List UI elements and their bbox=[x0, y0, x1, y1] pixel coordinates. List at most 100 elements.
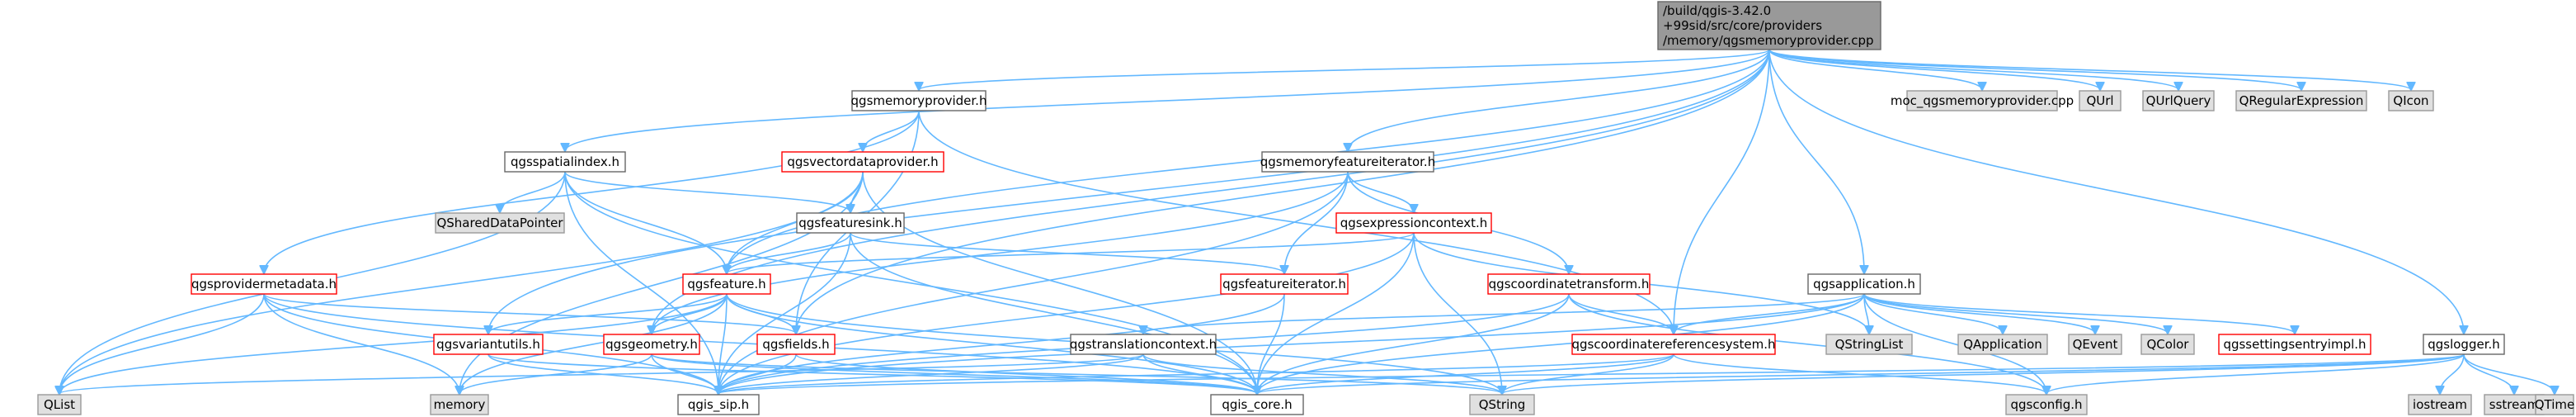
node-label-qgsspatialindex_h: qgsspatialindex.h bbox=[511, 154, 619, 169]
node-box-qgsconfig_h bbox=[2005, 394, 2088, 415]
node-box-qicon bbox=[2388, 90, 2434, 111]
node-label-qgis_core_h: qgis_core.h bbox=[1222, 397, 1292, 413]
node-qcolor: QColor bbox=[2140, 334, 2195, 355]
node-box-qgsgeometry_h bbox=[603, 334, 700, 355]
edge-qgslogger_h-to-qgsconfig_h bbox=[2046, 353, 2465, 394]
edge-root-to-qgsfields_h bbox=[796, 49, 1770, 334]
node-box-qgsmemoryprovider_h bbox=[851, 90, 987, 111]
node-label-qgsapplication_h: qgsapplication.h bbox=[1813, 277, 1915, 291]
node-root[interactable]: /build/qgis-3.42.0+99sid/src/core/provid… bbox=[1657, 1, 1881, 50]
node-box-qgis_sip_h bbox=[677, 394, 760, 415]
node-qgis_core_h[interactable]: qgis_core.h bbox=[1210, 394, 1304, 415]
edge-qgsexpressioncontext_h-to-qgsfeature_h bbox=[727, 232, 1415, 273]
node-box-moc_cpp bbox=[1906, 90, 2058, 111]
edge-qgscoordinatetransform_h-to-qgsconfig_h bbox=[1568, 293, 2046, 394]
edge-qgsapplication_h-to-qgis_core_h bbox=[1257, 293, 1865, 394]
edge-qgsfeaturesink_h-to-qgsfeature_h bbox=[727, 232, 851, 273]
node-qgscrs_h[interactable]: qgscoordinatereferencesystem.h bbox=[1571, 334, 1776, 355]
node-qgsgeometry_h[interactable]: qgsgeometry.h bbox=[603, 334, 700, 355]
node-qicon: QIcon bbox=[2388, 90, 2434, 111]
edge-qgscrs_h-to-qgis_sip_h bbox=[718, 353, 1674, 394]
edge-qgsapplication_h-to-qgis_sip_h bbox=[718, 293, 1865, 394]
node-box-qgsprovidermetadata_h bbox=[191, 273, 337, 295]
node-qgsmemoryprovider_h[interactable]: qgsmemoryprovider.h bbox=[851, 90, 987, 111]
node-qgis_sip_h[interactable]: qgis_sip.h bbox=[677, 394, 760, 415]
node-label-qgsmemoryprovider_h: qgsmemoryprovider.h bbox=[851, 93, 987, 108]
node-qgsfeature_h[interactable]: qgsfeature.h bbox=[682, 273, 771, 295]
node-box-qgscoordinatetransform_h bbox=[1487, 273, 1651, 295]
node-qapplication: QApplication bbox=[1957, 334, 2048, 355]
node-box-qurl bbox=[2079, 90, 2122, 111]
edge-qgsmemoryfeatureiterator_h-to-qgsexpressioncontext_h bbox=[1347, 171, 1414, 212]
node-qgsfeaturesink_h[interactable]: qgsfeaturesink.h bbox=[796, 212, 905, 234]
node-qgsexpressioncontext_h[interactable]: qgsexpressioncontext.h bbox=[1335, 212, 1492, 234]
edge-root-to-qgsfeature_h bbox=[727, 49, 1770, 273]
edge-root-to-qurlquery bbox=[1768, 49, 2178, 90]
node-box-qgsapplication_h bbox=[1807, 273, 1921, 295]
node-qtime: QTime bbox=[2535, 394, 2574, 415]
node-box-qgis_core_h bbox=[1210, 394, 1304, 415]
edge-qgsgeometry_h-to-qgis_core_h bbox=[651, 353, 1257, 394]
edge-qgstranslationcontext_h-to-qstring bbox=[1142, 353, 1502, 394]
node-qgslogger_h[interactable]: qgslogger.h bbox=[2423, 334, 2505, 355]
edge-qgsapplication_h-to-qapplication bbox=[1863, 293, 2003, 334]
node-label-root-line-0: /build/qgis-3.42.0 bbox=[1663, 3, 1771, 18]
edge-root-to-qgslogger_h bbox=[1768, 49, 2464, 334]
edge-root-to-qgsmemoryfeatureiterator_h bbox=[1348, 49, 1770, 151]
edge-root-to-qgsvariantutils_h bbox=[488, 49, 1770, 334]
node-qgstranslationcontext_h[interactable]: qgstranslationcontext.h bbox=[1070, 334, 1217, 355]
node-qgssettingsentryimpl_h[interactable]: qgssettingsentryimpl.h bbox=[2218, 334, 2371, 355]
node-label-qstring: QString bbox=[1479, 397, 1526, 412]
edge-qgslogger_h-to-qgis_sip_h bbox=[718, 353, 2465, 394]
node-label-qgsexpressioncontext_h: qgsexpressioncontext.h bbox=[1340, 216, 1488, 230]
node-label-qgsfeature_h: qgsfeature.h bbox=[687, 277, 765, 291]
node-box-qlist bbox=[37, 394, 82, 415]
edge-qgsfeature_h-to-qgsgeometry_h bbox=[652, 293, 728, 334]
node-label-moc_cpp: moc_qgsmemoryprovider.cpp bbox=[1891, 93, 2074, 109]
edge-qgsfeature_h-to-memory bbox=[459, 293, 728, 394]
edge-qgsfeature_h-to-qgis_sip_h bbox=[718, 293, 728, 394]
edge-qgsfeaturesink_h-to-qgis_core_h bbox=[850, 232, 1257, 394]
node-qgsvariantutils_h[interactable]: qgsvariantutils.h bbox=[433, 334, 544, 355]
node-qgsapplication_h[interactable]: qgsapplication.h bbox=[1807, 273, 1921, 295]
node-qgscoordinatetransform_h[interactable]: qgscoordinatetransform.h bbox=[1487, 273, 1651, 295]
node-qgsspatialindex_h[interactable]: qgsspatialindex.h bbox=[504, 151, 626, 173]
edge-qgsspatialindex_h-to-qgis_sip_h bbox=[564, 171, 718, 394]
edge-qgscrs_h-to-qgis_core_h bbox=[1257, 353, 1674, 394]
node-label-qapplication: QApplication bbox=[1963, 337, 2042, 352]
node-label-qgsvariantutils_h: qgsvariantutils.h bbox=[436, 337, 540, 352]
node-box-qgsvectordataprovider_h bbox=[781, 151, 944, 173]
edge-qgstranslationcontext_h-to-qgis_sip_h bbox=[718, 353, 1144, 394]
edge-qgsmemoryfeatureiterator_h-to-qgsfeatureiterator_h bbox=[1284, 171, 1349, 273]
edge-qgsprovidermetadata_h-to-qgsfields_h bbox=[263, 293, 796, 334]
node-qgsfeatureiterator_h[interactable]: qgsfeatureiterator.h bbox=[1220, 273, 1349, 295]
node-box-qtime bbox=[2535, 394, 2574, 415]
node-label-qgscoordinatetransform_h: qgscoordinatetransform.h bbox=[1489, 277, 1650, 291]
node-qstringlist: QStringList bbox=[1825, 334, 1913, 355]
node-qgsfields_h[interactable]: qgsfields.h bbox=[756, 334, 836, 355]
edge-root-to-qurl bbox=[1768, 49, 2100, 90]
edge-qgsmemoryprovider_h-to-qgsprovidermetadata_h bbox=[264, 110, 920, 273]
node-qgsvectordataprovider_h[interactable]: qgsvectordataprovider.h bbox=[781, 151, 944, 173]
edge-qgsgeometry_h-to-memory bbox=[459, 353, 652, 394]
edge-qgsfeatureiterator_h-to-qgis_sip_h bbox=[718, 293, 1285, 394]
node-label-iostream: iostream bbox=[2413, 397, 2467, 412]
node-label-qicon: QIcon bbox=[2393, 93, 2428, 108]
node-qgsprovidermetadata_h[interactable]: qgsprovidermetadata.h bbox=[191, 273, 337, 295]
node-box-qgsvariantutils_h bbox=[433, 334, 544, 355]
node-box-qapplication bbox=[1957, 334, 2048, 355]
node-qgsmemoryfeatureiterator_h[interactable]: qgsmemoryfeatureiterator.h bbox=[1260, 151, 1435, 173]
node-box-qgsfeature_h bbox=[682, 273, 771, 295]
node-box-iostream bbox=[2408, 394, 2472, 415]
edge-qgsspatialindex_h-to-qsharedpointer bbox=[500, 171, 566, 212]
node-label-qgsfields_h: qgsfields.h bbox=[762, 337, 829, 352]
nodes-layer: /build/qgis-3.42.0+99sid/src/core/provid… bbox=[37, 1, 2574, 415]
node-box-qgstranslationcontext_h bbox=[1070, 334, 1217, 355]
edge-qgsspatialindex_h-to-qgis_core_h bbox=[564, 171, 1257, 394]
edge-qgsfeature_h-to-qgsvariantutils_h bbox=[488, 293, 728, 334]
node-label-qgsconfig_h: qgsconfig.h bbox=[2010, 397, 2082, 412]
node-label-qgstranslationcontext_h: qgstranslationcontext.h bbox=[1070, 337, 1217, 352]
node-qregexp: QRegularExpression bbox=[2235, 90, 2367, 111]
node-box-qstringlist bbox=[1825, 334, 1913, 355]
edge-qgslogger_h-to-sstream bbox=[2463, 353, 2514, 394]
